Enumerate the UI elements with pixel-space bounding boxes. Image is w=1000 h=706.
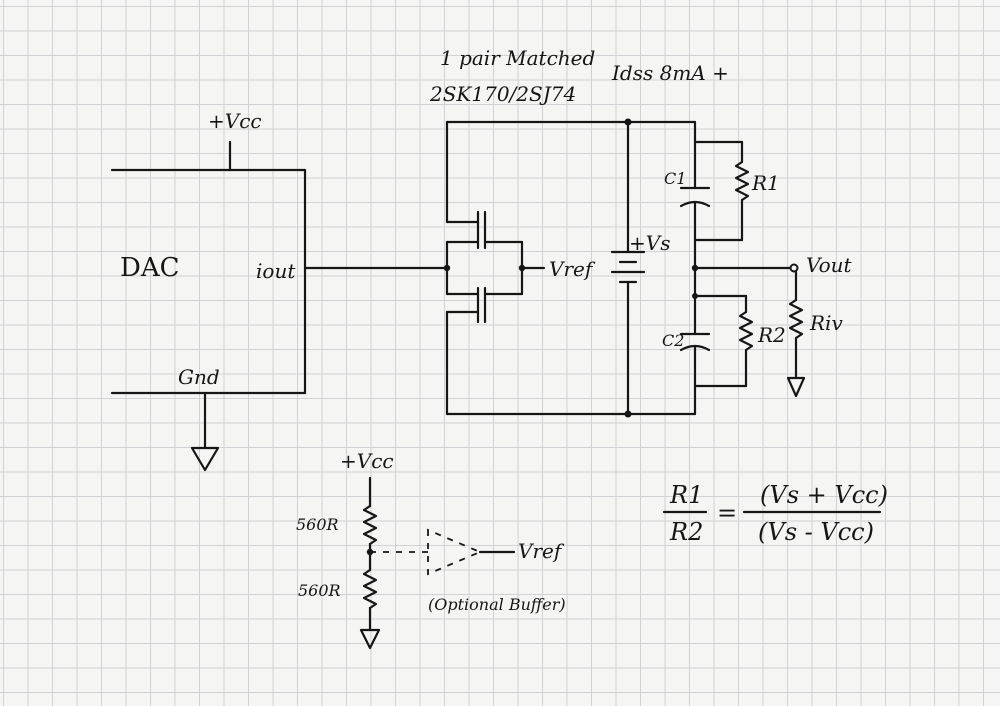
idss-label: Idss 8mA + bbox=[611, 61, 729, 85]
lower-top-dot bbox=[692, 293, 698, 299]
dac-ground-wire bbox=[190, 391, 220, 472]
dac-block bbox=[110, 168, 307, 395]
vs-label: +Vs bbox=[629, 231, 670, 255]
riv-resistor bbox=[786, 270, 806, 398]
c1-label: C1 bbox=[664, 169, 686, 188]
vs-top-dot bbox=[624, 118, 632, 126]
upper-feedback bbox=[679, 120, 750, 298]
eq-equals: = bbox=[717, 499, 737, 527]
eq-lhs-num: R1 bbox=[669, 481, 703, 509]
vref-label: Vref bbox=[549, 257, 596, 281]
vout-label: Vout bbox=[806, 253, 853, 277]
jfet-pair bbox=[445, 120, 697, 416]
iout-label: iout bbox=[256, 259, 296, 283]
c2-label: C2 bbox=[662, 331, 684, 350]
r2-label: R2 bbox=[757, 323, 786, 347]
dac-vcc-label: +Vcc bbox=[208, 109, 262, 133]
dac-gnd-label: Gnd bbox=[178, 365, 220, 389]
optional-buffer bbox=[370, 528, 516, 576]
vs-bottom-dot bbox=[624, 410, 632, 418]
eq-rhs-num: (Vs + Vcc) bbox=[760, 481, 888, 509]
divider-vref-label: Vref bbox=[518, 539, 565, 563]
eq-rhs-den: (Vs - Vcc) bbox=[758, 518, 874, 546]
gate-junction-dot bbox=[518, 264, 526, 272]
buffer-note: (Optional Buffer) bbox=[428, 595, 566, 614]
lower-feedback bbox=[679, 294, 754, 416]
eq-lhs-den: R2 bbox=[669, 518, 703, 546]
vref-divider bbox=[359, 476, 381, 650]
divider-r-top-label: 560R bbox=[296, 515, 339, 534]
r1-label: R1 bbox=[751, 171, 780, 195]
header-line1: 1 pair Matched bbox=[440, 46, 595, 70]
header-line2: 2SK170/2SJ74 bbox=[429, 82, 576, 106]
dac-label: DAC bbox=[120, 253, 180, 283]
riv-label: Riv bbox=[809, 311, 843, 335]
vs-battery bbox=[610, 120, 646, 416]
divider-vcc-label: +Vcc bbox=[340, 449, 394, 473]
vout-lead bbox=[693, 263, 799, 273]
divider-r-bottom-label: 560R bbox=[298, 581, 341, 600]
iout-junction-dot bbox=[443, 264, 451, 272]
